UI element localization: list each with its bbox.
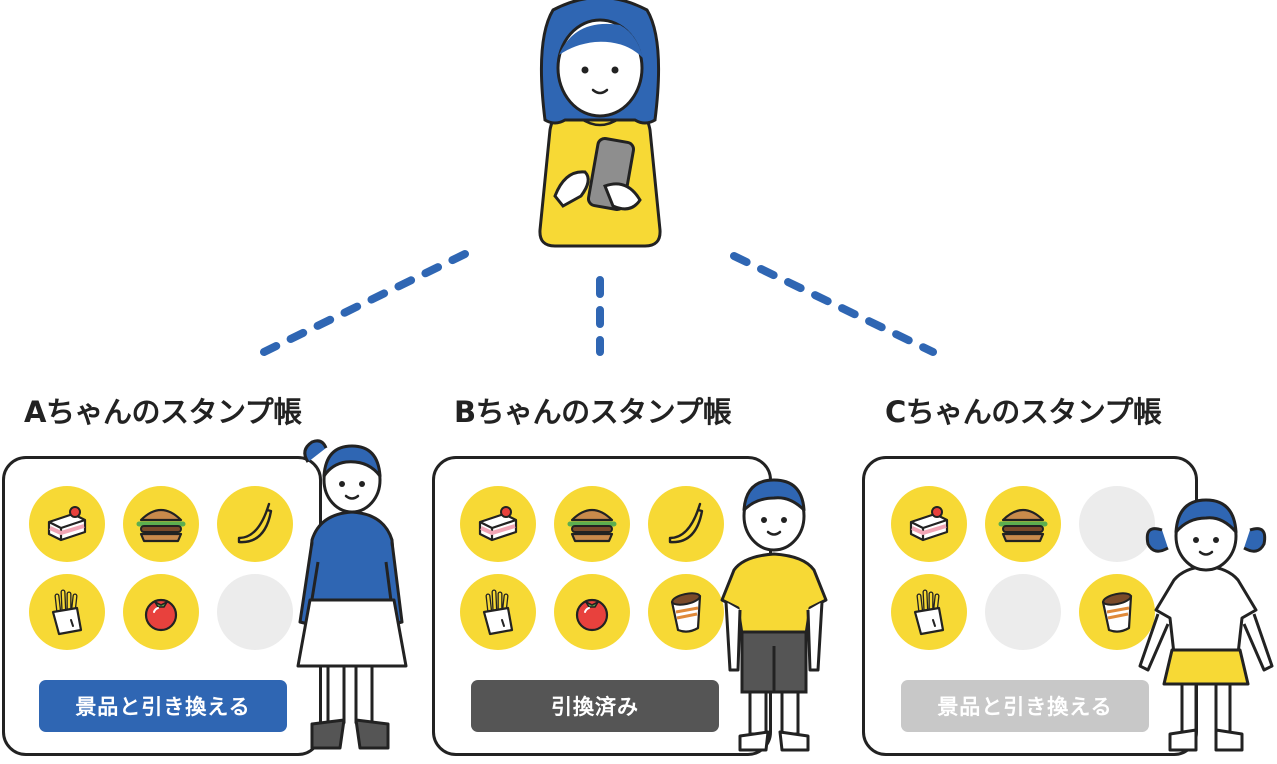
burger-stamp-icon — [985, 486, 1061, 562]
girl-pigtails-icon — [1138, 494, 1274, 756]
empty-stamp-slot — [217, 574, 293, 650]
burger-stamp-icon — [554, 486, 630, 562]
girl-ponytail-icon — [292, 432, 410, 752]
cake-stamp-icon — [29, 486, 105, 562]
tomato-stamp-icon — [123, 574, 199, 650]
cup-stamp-icon — [648, 574, 724, 650]
fries-stamp-icon — [29, 574, 105, 650]
fries-stamp-icon — [891, 574, 967, 650]
card-title-a: Aちゃんのスタンプ帳 — [24, 395, 302, 429]
card-title-b: Bちゃんのスタンプ帳 — [454, 395, 732, 429]
banana-stamp-icon — [648, 486, 724, 562]
card-title-c: Cちゃんのスタンプ帳 — [885, 395, 1162, 429]
parent-with-smartphone-icon — [515, 0, 685, 250]
banana-stamp-icon — [217, 486, 293, 562]
tomato-stamp-icon — [554, 574, 630, 650]
boy-icon — [718, 474, 830, 754]
cake-stamp-icon — [891, 486, 967, 562]
empty-stamp-slot — [985, 574, 1061, 650]
redeem-button-c-disabled[interactable]: 景品と引き換える — [901, 680, 1149, 732]
fries-stamp-icon — [460, 574, 536, 650]
cake-stamp-icon — [460, 486, 536, 562]
redeemed-button-b[interactable]: 引換済み — [471, 680, 719, 732]
burger-stamp-icon — [123, 486, 199, 562]
redeem-button-a[interactable]: 景品と引き換える — [39, 680, 287, 732]
